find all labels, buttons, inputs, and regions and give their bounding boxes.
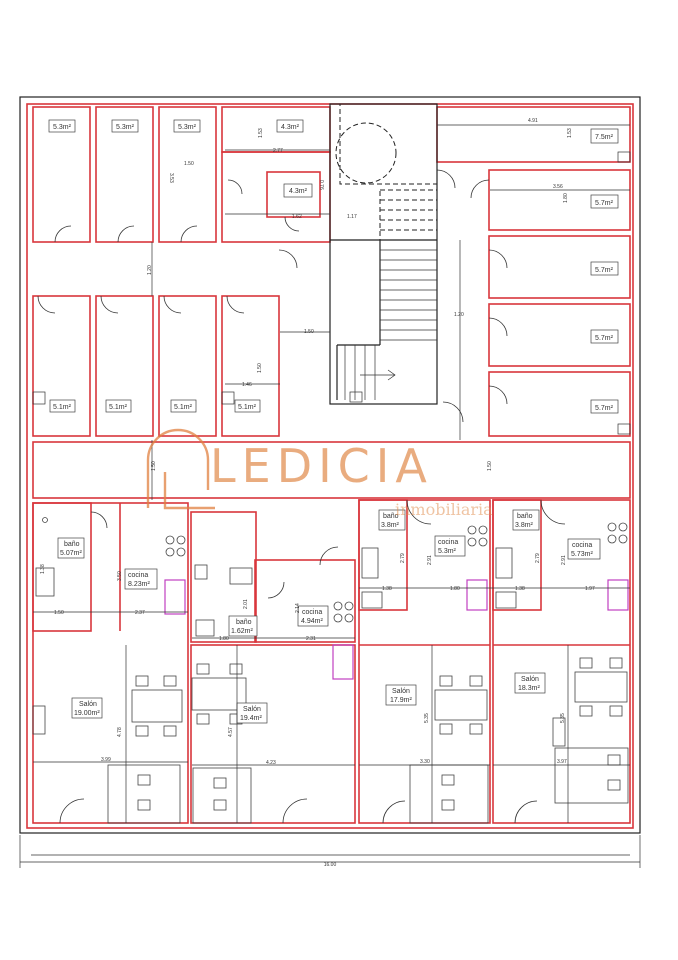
storage-label: 7.5m²	[595, 134, 614, 141]
dimension: 3.97	[557, 759, 567, 765]
dimension: 2.77	[273, 148, 283, 154]
dimension: 2.37	[135, 610, 145, 616]
storage-label: 5.7m²	[595, 405, 614, 412]
dimension: 3.53	[168, 173, 174, 183]
storage-label: 5.1m²	[109, 404, 128, 411]
dimension: 1.20	[454, 312, 464, 318]
dimension: 1.97	[585, 586, 595, 592]
living-label: Salón	[243, 706, 261, 713]
kitchen-area: 5.3m²	[438, 548, 457, 555]
dimension: 4.78	[117, 727, 123, 737]
watermark-brand: LEDICIA	[210, 439, 433, 493]
dimension: 5.35	[424, 713, 430, 723]
dimension: 3.50	[117, 571, 123, 581]
staircase	[329, 103, 438, 405]
kitchen-label: cocina	[302, 609, 322, 616]
storage-label: 5.1m²	[174, 404, 193, 411]
dimension: 0.76	[318, 180, 324, 190]
living-area: 19.4m²	[240, 715, 262, 722]
dimension: 2.79	[535, 553, 541, 563]
dimension: 1.38	[515, 586, 525, 592]
bath-area: 3.8m²	[515, 522, 534, 529]
storage-label: 5.7m²	[595, 200, 614, 207]
storage-right-column	[436, 106, 631, 437]
living-label: Salón	[79, 701, 97, 708]
apartment-3	[358, 499, 491, 824]
storage-label: 5.3m²	[116, 124, 135, 131]
bath-area: 5.07m²	[60, 550, 82, 557]
dimension: 1.50	[304, 329, 314, 335]
dimension: 3.56	[553, 184, 563, 190]
dimension: 1.50	[54, 610, 64, 616]
dimension: 1.80	[219, 636, 229, 642]
dimension: 3.30	[420, 759, 430, 765]
storage-label: 5.3m²	[53, 124, 72, 131]
dimension: 2.01	[243, 599, 249, 609]
dimension: 1.50	[151, 461, 157, 471]
dimension: 1.62	[292, 214, 302, 220]
dimension: 2.79	[400, 553, 406, 563]
dimension: 1.38	[40, 564, 46, 574]
kitchen-area: 5.73m²	[571, 551, 593, 558]
corridor	[32, 441, 631, 499]
watermark: LEDICIA inmobiliaria	[146, 428, 493, 519]
dimension: 4.57	[228, 727, 234, 737]
dimension: 1.46	[242, 382, 252, 388]
dimension: 2.31	[306, 636, 316, 642]
bath-area: 3.8m²	[381, 522, 400, 529]
kitchen-area: 8.23m²	[128, 581, 150, 588]
dimension: 5.35	[560, 713, 566, 723]
apartment-2	[190, 511, 356, 824]
bath-label: baño	[517, 513, 533, 520]
dimension: 1.80	[450, 586, 460, 592]
living-area: 17.9m²	[390, 697, 412, 704]
storage-label: 5.1m²	[53, 404, 72, 411]
kitchen-area: 4.94m²	[301, 618, 323, 625]
living-area: 19.00m²	[74, 710, 100, 717]
bath-label: baño	[236, 619, 252, 626]
kitchen-label: cocina	[438, 539, 458, 546]
apartment-1	[32, 502, 189, 824]
storage-label: 4.3m²	[281, 124, 300, 131]
dimensions: 16.00 1.53 2.77 1.50 4.91 1.53 3.56 1.80…	[31, 118, 630, 868]
storage-labels: 5.3m² 5.3m² 5.3m² 4.3m² 4.3m² 5.1m² 5.1m…	[48, 119, 619, 414]
dimension: 3.99	[101, 757, 111, 763]
storage-bottom-row	[32, 249, 298, 437]
dimension: 1.53	[258, 128, 264, 138]
brand-logo	[146, 428, 215, 510]
living-label: Salón	[392, 688, 410, 695]
bath-label: baño	[383, 513, 399, 520]
storage-label: 5.3m²	[178, 124, 197, 131]
dimension: 1.38	[382, 586, 392, 592]
storage-label: 5.7m²	[595, 335, 614, 342]
dimension: 2.91	[561, 555, 567, 565]
dimension: 1.20	[147, 265, 153, 275]
dimension: 1.50	[487, 461, 493, 471]
storage-label: 5.7m²	[595, 267, 614, 274]
dimension: 1.53	[567, 128, 573, 138]
watermark-subtitle: inmobiliaria	[395, 500, 493, 519]
dimension: 1.50	[257, 363, 263, 373]
dimension: 1.17	[347, 214, 357, 220]
dimension-total: 16.00	[324, 862, 337, 868]
kitchen-label: cocina	[128, 572, 148, 579]
apartment-4	[492, 499, 631, 824]
dimension: 2.91	[427, 555, 433, 565]
bath-label: baño	[64, 541, 80, 548]
dimension: 4.91	[528, 118, 538, 124]
kitchen-label: cocina	[572, 542, 592, 549]
apartment-labels: baño 5.07m² cocina 8.23m² Salón 19.00m² …	[57, 509, 601, 724]
living-label: Salón	[521, 676, 539, 683]
dimension: 1.80	[563, 193, 569, 203]
living-area: 18.3m²	[518, 685, 540, 692]
dimension: 2.14	[295, 603, 301, 613]
storage-label: 5.1m²	[238, 404, 257, 411]
dimension: 1.50	[184, 161, 194, 167]
bath-area: 1.62m²	[231, 628, 253, 635]
storage-label: 4.3m²	[289, 188, 308, 195]
dimension: 4.23	[266, 760, 276, 766]
